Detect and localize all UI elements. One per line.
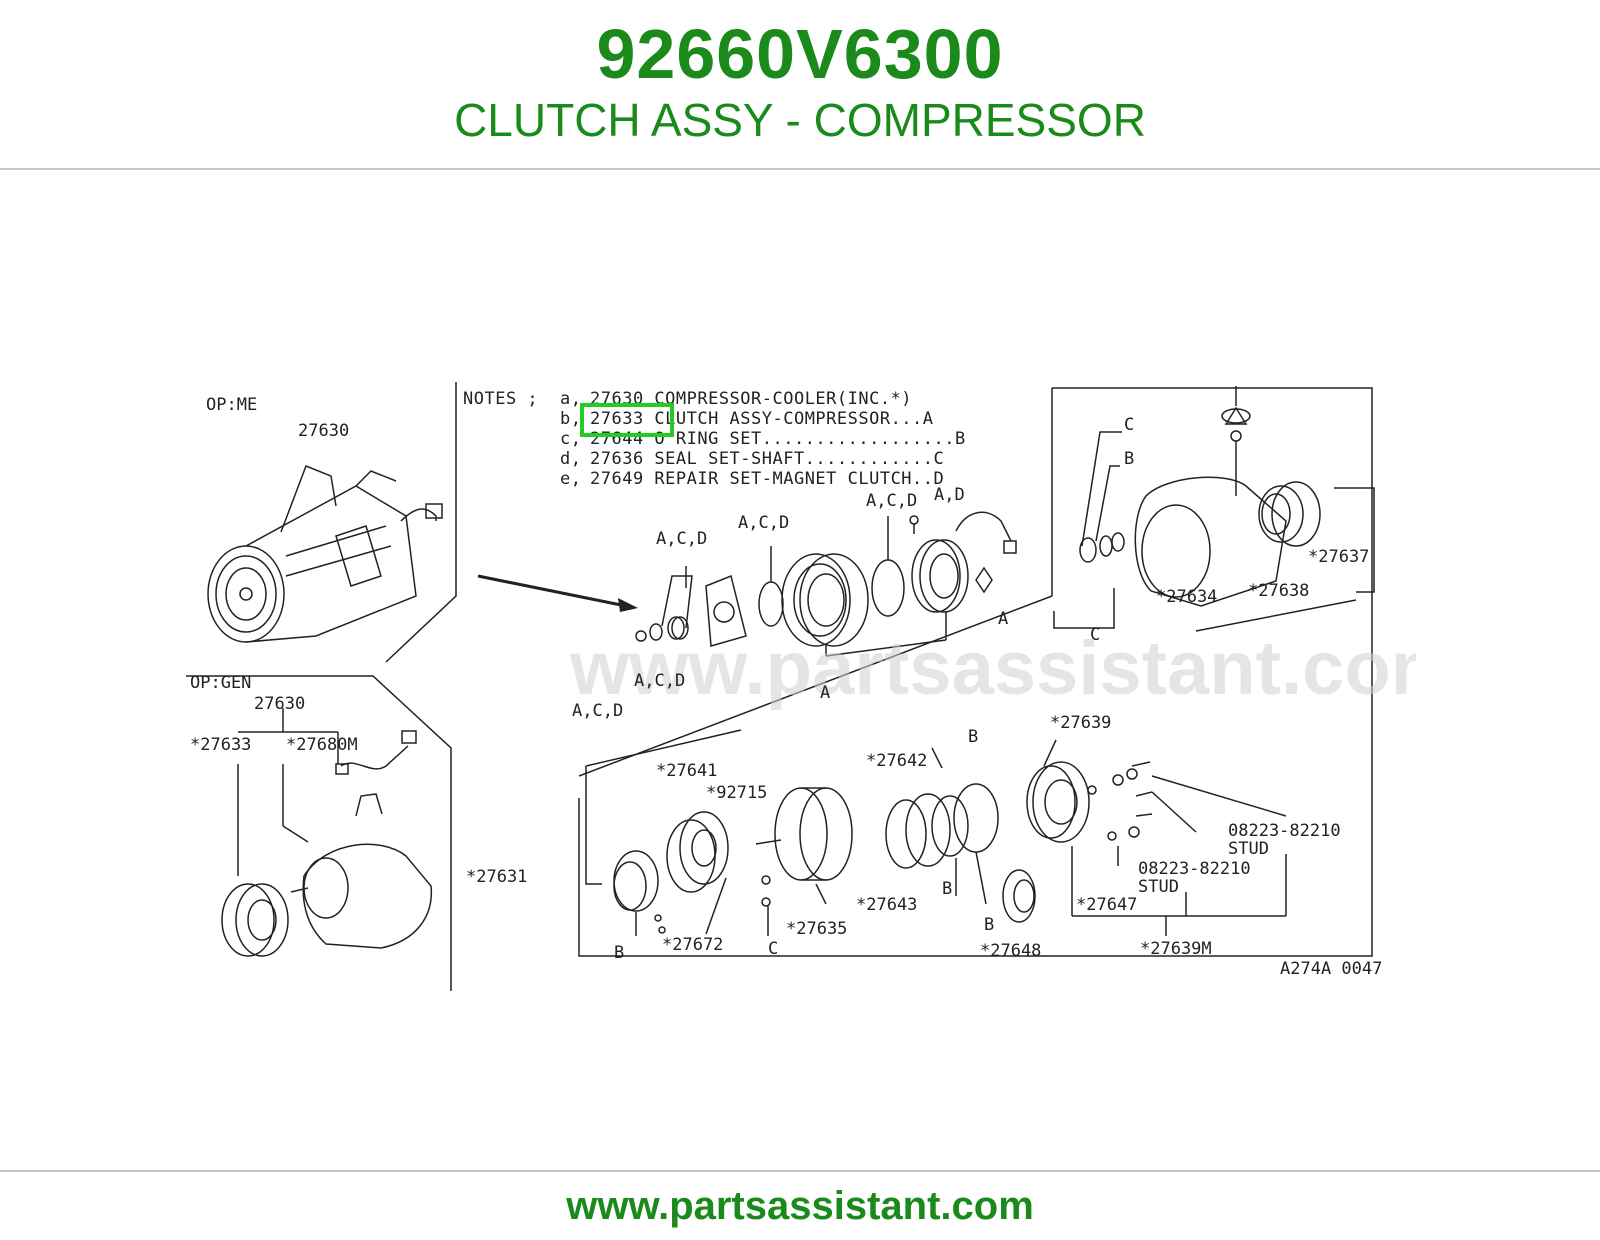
- callout-c: C: [1090, 625, 1100, 645]
- panel-divider-top: [385, 382, 457, 663]
- notes-heading: NOTES ;: [463, 389, 538, 409]
- callout-27643: *27643: [856, 895, 917, 915]
- variant-label-bottom: OP:GEN: [190, 673, 251, 693]
- note-line: 27636 SEAL SET-SHAFT............C: [590, 449, 944, 469]
- note-letter: b,: [560, 409, 581, 429]
- compressor-body-illustration: [1053, 386, 1375, 632]
- callout-27638: *27638: [1248, 581, 1309, 601]
- note-line: 27644 O RING SET..................B: [590, 429, 966, 449]
- callout-acd: A,C,D: [738, 513, 789, 533]
- callout-c: C: [1124, 415, 1134, 435]
- header-divider: [0, 168, 1600, 170]
- note-line: 27649 REPAIR SET-MAGNET CLUTCH..D: [590, 469, 944, 489]
- variant-label-top: OP:ME: [206, 395, 257, 415]
- callout-stud: STUD: [1138, 877, 1179, 897]
- callout-b: B: [614, 943, 624, 963]
- page-header: 92660V6300 CLUTCH ASSY - COMPRESSOR: [0, 0, 1600, 168]
- note-letter: e,: [560, 469, 581, 489]
- clutch-exploded-view: [635, 511, 1017, 657]
- watermark: www.partsassistant.com: [569, 626, 1416, 711]
- note-letter: c,: [560, 429, 581, 449]
- part-highlight-box: [580, 403, 674, 437]
- callout-acd: A,C,D: [656, 529, 707, 549]
- callout-27635: *27635: [786, 919, 847, 939]
- assembly-frame: [578, 387, 1373, 957]
- compressor-illustration-top: [207, 465, 443, 643]
- callout-c: C: [768, 939, 778, 959]
- callout-a: A: [998, 609, 1008, 629]
- callout-b: B: [984, 915, 994, 935]
- callout-27631: *27631: [466, 867, 527, 887]
- callout-acd: A,C,D: [866, 491, 917, 511]
- callout-27637: *27637: [1308, 547, 1369, 567]
- callout-stud: STUD: [1228, 839, 1269, 859]
- footer-divider: [0, 1170, 1600, 1172]
- note-letter: a,: [560, 389, 581, 409]
- callout-27639: *27639: [1050, 713, 1111, 733]
- callout-27633: *27633: [190, 735, 251, 755]
- callout-27630-top: 27630: [298, 421, 349, 441]
- part-number: 92660V6300: [596, 15, 1004, 93]
- callout-27639m: *27639M: [1140, 939, 1212, 959]
- part-name: CLUTCH ASSY - COMPRESSOR: [454, 94, 1146, 146]
- callout-b: B: [1124, 449, 1134, 469]
- panel-divider-bottom: [186, 675, 452, 991]
- callout-labels: 27630 27630 *27633 *27680M A,C,D A,C,D A…: [190, 415, 1369, 963]
- note-line: 27633 CLUTCH ASSY-COMPRESSOR...A: [590, 409, 934, 429]
- callout-b: B: [942, 879, 952, 899]
- footer-site-link[interactable]: www.partsassistant.com: [566, 1184, 1034, 1228]
- callout-08223-82210: 08223-82210: [1228, 821, 1341, 841]
- callout-27648: *27648: [980, 941, 1041, 961]
- parts-diagram-svg: www.partsassistant.com NOTES ; a, 27630 …: [186, 382, 1458, 991]
- callout-a: A: [820, 683, 830, 703]
- callout-27672: *27672: [662, 935, 723, 955]
- callout-92715: *92715: [706, 783, 767, 803]
- notes-block: NOTES ; a, 27630 COMPRESSOR-COOLER(INC.*…: [463, 389, 966, 489]
- callout-27634: *27634: [1156, 587, 1217, 607]
- callout-acd: A,C,D: [634, 671, 685, 691]
- callout-ad: A,D: [934, 485, 965, 505]
- callout-b: B: [968, 727, 978, 747]
- compressor-internals-illustration: [585, 729, 1287, 936]
- drawing-code: A274A 0047: [1280, 959, 1382, 979]
- callout-08223-82210: 08223-82210: [1138, 859, 1251, 879]
- direction-arrow: [477, 574, 638, 612]
- callout-27680m: *27680M: [286, 735, 358, 755]
- callout-27641: *27641: [656, 761, 717, 781]
- callout-27642: *27642: [866, 751, 927, 771]
- note-letter: d,: [560, 449, 581, 469]
- callout-27647: *27647: [1076, 895, 1137, 915]
- callout-27630-bottom: 27630: [254, 694, 305, 714]
- compressor-illustration-bottom: [221, 708, 433, 957]
- callout-acd: A,C,D: [572, 701, 623, 721]
- parts-diagram: www.partsassistant.com NOTES ; a, 27630 …: [186, 336, 1458, 1008]
